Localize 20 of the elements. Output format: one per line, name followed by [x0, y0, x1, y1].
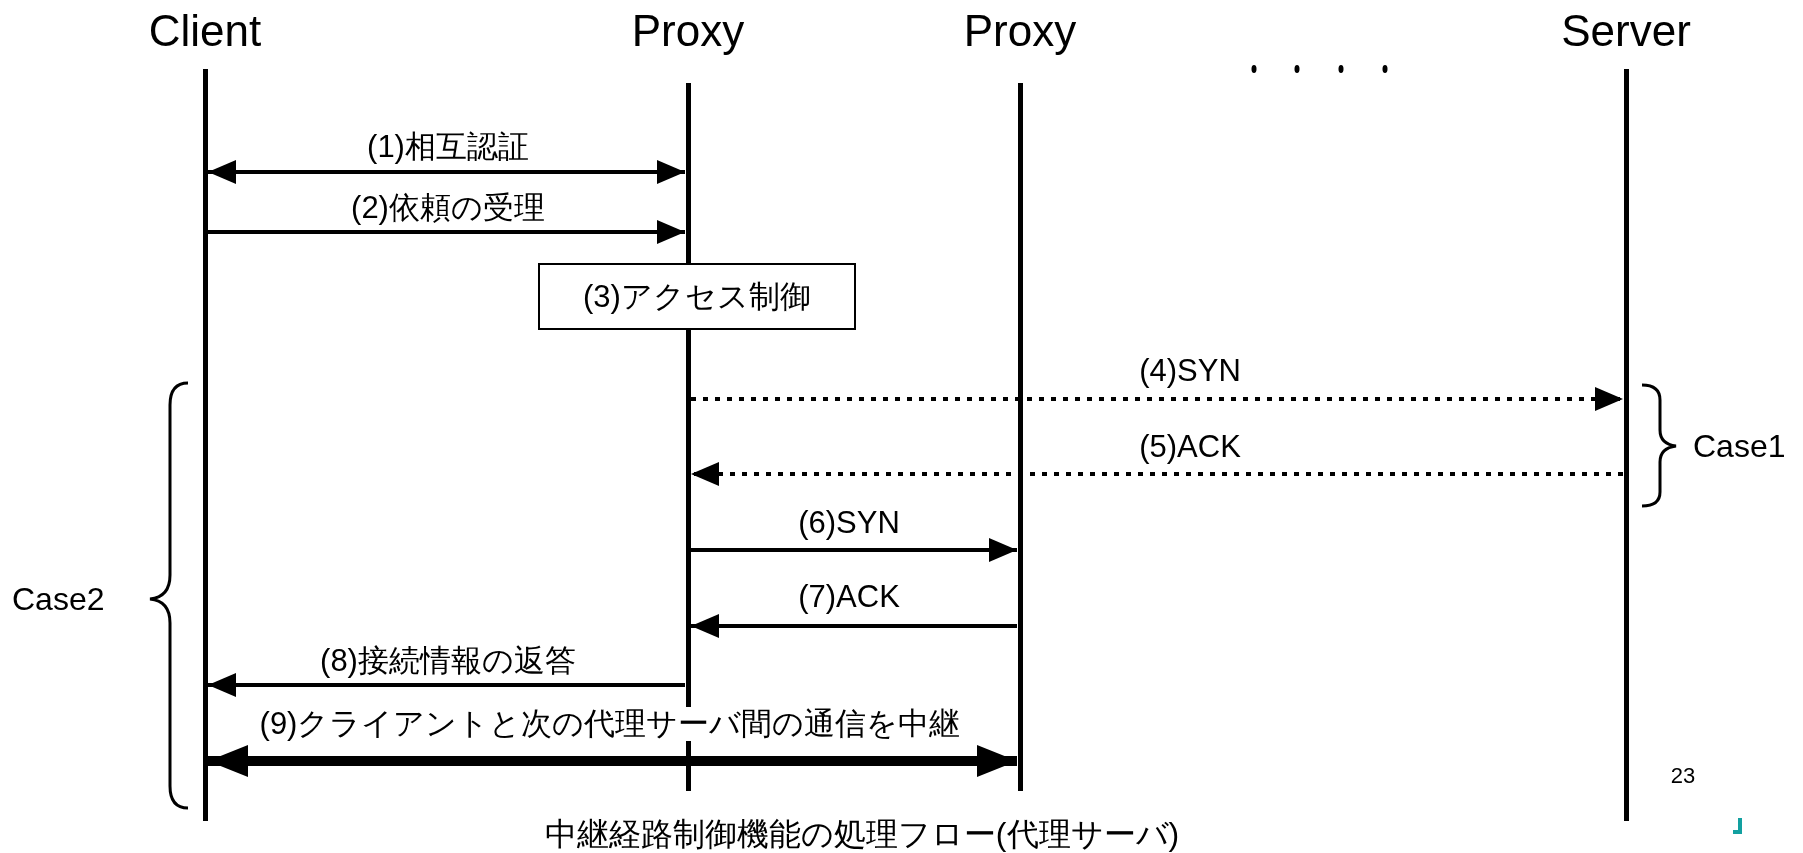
edge-label: (2)依頼の受理	[349, 191, 547, 225]
page-number: 23	[1670, 765, 1696, 787]
participant-label: Proxy	[631, 9, 745, 53]
arrow	[691, 538, 1017, 562]
edge-label: (1)相互認証	[365, 130, 531, 164]
case-label: Case2	[12, 583, 105, 615]
process-box: (3)アクセス制御	[538, 263, 856, 330]
dotted-arrow	[691, 387, 1623, 411]
case-label: Case1	[1693, 430, 1786, 462]
participant-label: Proxy	[963, 9, 1077, 53]
arrow	[208, 673, 685, 697]
arrow	[208, 745, 1017, 777]
arrow	[208, 220, 685, 244]
participant-label: Client	[148, 9, 262, 53]
caption: 中継経路制御機能の処理フロー(代理サーバ)	[544, 816, 1180, 852]
arrow	[208, 160, 685, 184]
dotted-arrow	[691, 462, 1623, 486]
arrow	[691, 614, 1017, 638]
participant-label: Server	[1561, 9, 1691, 53]
edge-label: (8)接続情報の返答	[318, 644, 578, 678]
